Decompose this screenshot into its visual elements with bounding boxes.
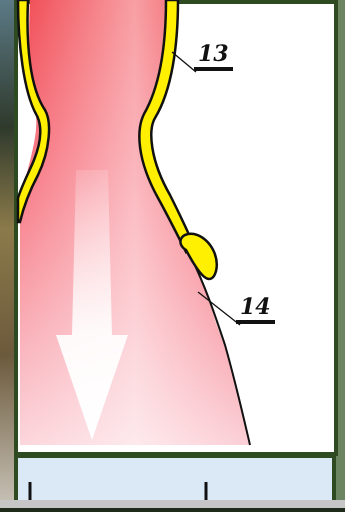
bottom-edge <box>0 500 345 508</box>
callout-label-13: 13 <box>194 42 233 71</box>
callout-label-14: 14 <box>236 295 275 324</box>
bottom-ruler-bar <box>16 456 334 502</box>
